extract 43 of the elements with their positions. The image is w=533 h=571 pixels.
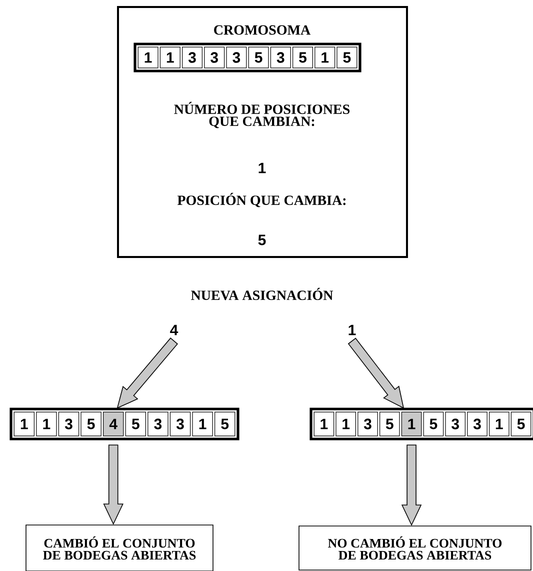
value-text: 5: [258, 234, 266, 246]
result-box: CAMBIÓ EL CONJUNTO DE BODEGAS ABIERTAS: [26, 524, 214, 571]
array-cell: 5: [336, 46, 358, 68]
array-cell: 3: [204, 46, 225, 68]
block-arrow: [103, 444, 124, 525]
array-cell: 1: [138, 46, 158, 68]
array-cell: 1: [336, 412, 356, 436]
heading: CROMOSOMA: [214, 25, 310, 35]
array-cell: 3: [148, 412, 168, 436]
array-cell: 1: [36, 412, 57, 436]
value-text: 1: [348, 324, 356, 336]
array-cell: 3: [358, 412, 378, 436]
array-cell: 1: [401, 412, 422, 436]
array-cell: 3: [445, 412, 466, 436]
array-cell: 5: [80, 412, 102, 436]
array-cell: 5: [125, 412, 146, 436]
result-box: NO CAMBIÓ EL CONJUNTO DE BODEGAS ABIERTAS: [298, 526, 532, 570]
array-cell: 1: [14, 412, 34, 436]
heading: NÚMERO DE POSICIONES QUE CAMBIAN:: [174, 102, 350, 128]
array-cell: 5: [380, 412, 400, 436]
array-cell: 5: [423, 412, 444, 436]
value-text: 4: [170, 324, 178, 336]
array-cell: 1: [314, 46, 336, 68]
array-cell: 3: [467, 412, 488, 436]
array-cell: 4: [103, 412, 124, 436]
array-cell: 5: [292, 46, 313, 68]
array-cell: 5: [510, 412, 532, 436]
block-arrow: [116, 338, 178, 409]
array-cell: 1: [489, 412, 510, 436]
array-cell: 3: [226, 46, 247, 68]
heading: POSICIÓN QUE CAMBIA:: [177, 192, 346, 208]
array-cell: 3: [58, 412, 80, 436]
array-cell: 1: [160, 46, 180, 68]
array-cell: 5: [248, 46, 269, 68]
array-cell: 3: [170, 412, 191, 436]
heading: NUEVA ASIGNACIÓN: [191, 288, 334, 300]
value-text: 1: [258, 162, 266, 174]
array-cell: 1: [192, 412, 213, 436]
array-cell: 5: [214, 412, 236, 436]
array-cell: 3: [182, 46, 202, 68]
block-arrow: [401, 444, 422, 526]
array-cell: 1: [314, 412, 334, 436]
array-cell: 3: [270, 46, 291, 68]
